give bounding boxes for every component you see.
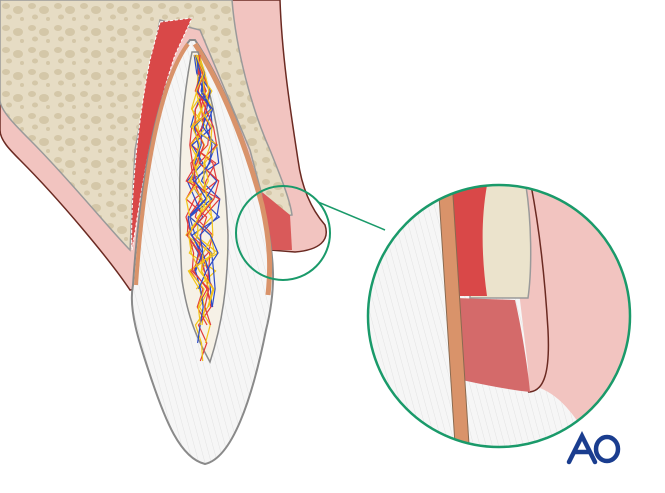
magnified-ligament (437, 185, 471, 447)
nerve-fibre (185, 54, 215, 290)
magnified-gingival-edge (527, 185, 550, 393)
ligament-left (134, 42, 190, 286)
nerve-fibre (185, 54, 218, 362)
alveolar-bone (0, 0, 293, 252)
nerve-fibre (188, 54, 215, 308)
nerve-fibre (196, 54, 221, 308)
magnifier-connector (317, 201, 386, 231)
nerve-fibre (188, 54, 221, 272)
nerve-fibre (185, 54, 216, 326)
nerve-fibre (188, 54, 219, 290)
magnifier-source-ring (235, 185, 331, 281)
ao-logo (566, 430, 621, 465)
magnifier-ring (366, 183, 632, 449)
magnified-view (368, 185, 630, 447)
pulp-nerves (185, 54, 221, 362)
nerve-fibre (185, 54, 213, 344)
nerve-fibre (188, 54, 220, 326)
inflamed-tissue (131, 17, 193, 251)
magnified-gingival-tissue (455, 298, 530, 392)
